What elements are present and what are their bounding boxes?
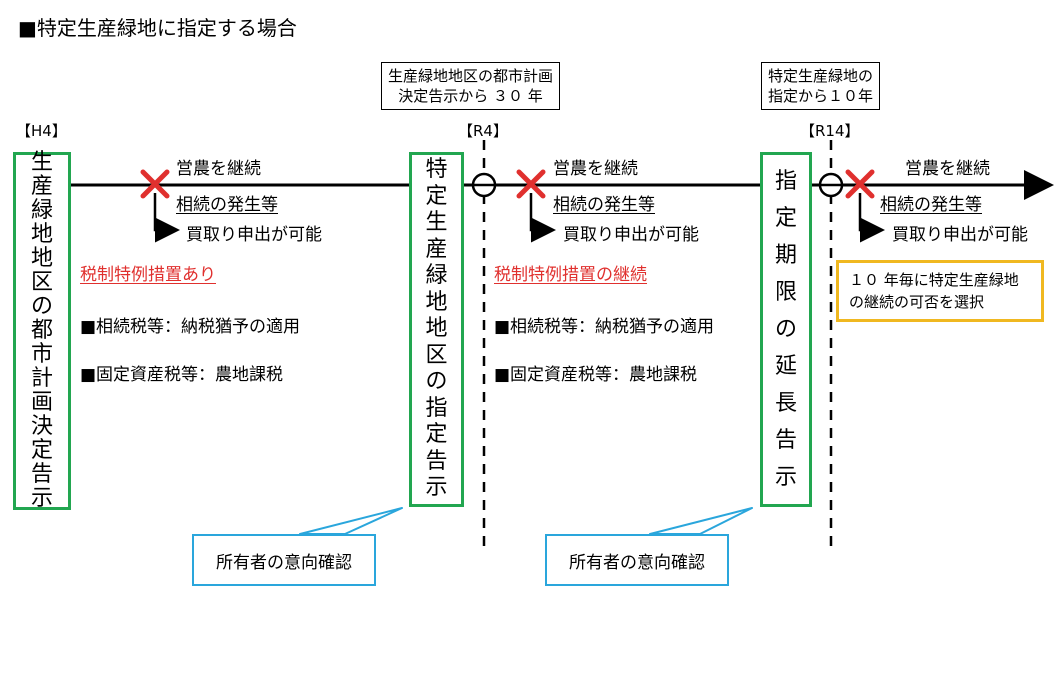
callout-tail <box>649 507 753 535</box>
city-plan-notice-box: 生産緑地地区の都市計画決定告示 <box>13 150 71 511</box>
inheritance-label: 相続の発生等 <box>553 195 655 215</box>
city-plan-notice-text: 生産緑地地区の都市計画決定告示 <box>30 150 53 511</box>
page-title: ■特定生産緑地に指定する場合 <box>18 16 297 40</box>
continue-farming-label: 営農を継続 <box>905 159 990 179</box>
owner-intent-callout: 所有者の意向確認 <box>545 534 729 586</box>
continue-farming-label: 営農を継続 <box>176 159 261 179</box>
purchase-request-label: 買取り申出が可能 <box>892 225 1028 245</box>
milestone-r4: 【R4】 <box>458 122 508 140</box>
callout-line: 生産緑地地区の都市計画 <box>388 67 554 85</box>
continue-farming-label: 営農を継続 <box>553 159 638 179</box>
purchase-request-label: 買取り申出が可能 <box>563 225 699 245</box>
milestone-r14: 【R14】 <box>800 122 860 140</box>
callout-tail <box>299 507 403 535</box>
inheritance-tax-note: ■相続税等：納税猶予の適用 <box>494 317 715 337</box>
milestone-h4: 【H4】 <box>16 122 67 140</box>
thirty-year-callout: 生産緑地地区の都市計画 決定告示から ３０ 年 <box>381 62 561 110</box>
callout-line: 特定生産緑地の <box>768 67 874 85</box>
note-line: １０ 年毎に特定生産緑地 <box>849 271 1019 289</box>
designation-notice-box: 特定生産緑地地区の指定告示 <box>409 152 464 507</box>
ten-year-renewal-note: １０ 年毎に特定生産緑地 の継続の可否を選択 <box>836 260 1044 322</box>
ten-year-callout: 特定生産緑地の 指定から１０年 <box>761 62 881 110</box>
circle-cross-icon <box>818 172 844 198</box>
branch-arrow-icon <box>153 193 180 243</box>
cross-mark-icon <box>140 169 170 199</box>
extension-notice-box: 指定期限の延長告示 <box>760 152 812 507</box>
purchase-request-label: 買取り申出が可能 <box>186 225 322 245</box>
branch-arrow-icon <box>858 193 885 243</box>
tax-special-measure: 税制特例措置あり <box>80 265 216 285</box>
branch-arrow-icon <box>529 193 556 243</box>
cross-mark-icon <box>516 169 546 199</box>
extension-notice-text: 指定期限の延長告示 <box>774 169 797 490</box>
circle-cross-icon <box>471 172 497 198</box>
callout-line: 指定から１０年 <box>768 87 874 105</box>
inheritance-label: 相続の発生等 <box>176 195 278 215</box>
inheritance-label: 相続の発生等 <box>880 195 982 215</box>
note-line: の継続の可否を選択 <box>849 293 985 311</box>
callout-line: 決定告示から ３０ 年 <box>398 87 543 105</box>
property-tax-note: ■固定資産税等：農地課税 <box>80 365 284 385</box>
tax-special-measure-continued: 税制特例措置の継続 <box>494 265 647 285</box>
owner-intent-callout: 所有者の意向確認 <box>192 534 376 586</box>
designation-notice-text: 特定生産緑地地区の指定告示 <box>425 157 448 501</box>
cross-mark-icon <box>845 169 875 199</box>
inheritance-tax-note: ■相続税等：納税猶予の適用 <box>80 317 301 337</box>
property-tax-note: ■固定資産税等：農地課税 <box>494 365 698 385</box>
